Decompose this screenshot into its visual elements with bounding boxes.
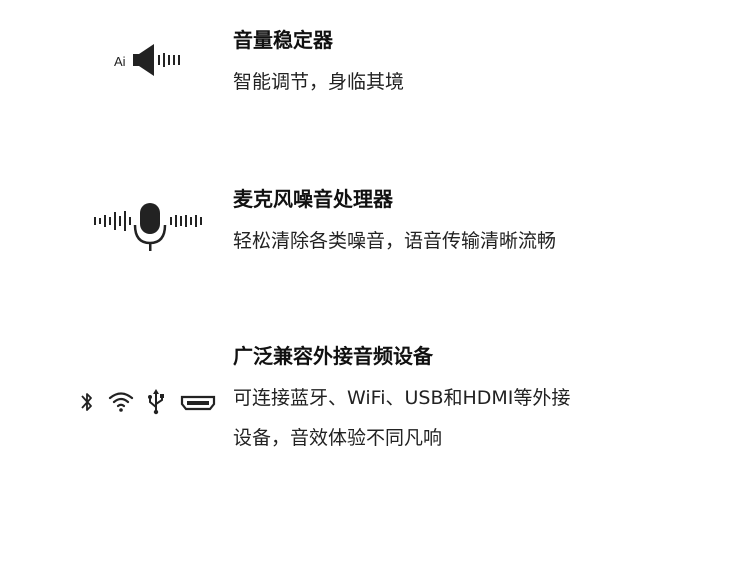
usb-icon [148, 389, 164, 415]
feature-desc-line: 可连接蓝牙、WiFi、USB和HDMI等外接 [233, 387, 571, 409]
feature-text: 麦克风噪音处理器 轻松清除各类噪音，语音传输清晰流畅 [233, 185, 556, 261]
feature-desc-line: 智能调节，身临其境 [233, 71, 405, 93]
feature-title: 麦克风噪音处理器 [233, 187, 393, 211]
speaker-volume-icon: Ai [112, 42, 187, 78]
feature-text: 广泛兼容外接音频设备 可连接蓝牙、WiFi、USB和HDMI等外接 设备，音效体… [233, 342, 570, 458]
microphone-waveform-icon [92, 203, 208, 253]
feature-volume-stabilizer: Ai 音量稳定器 智能调节，身临其境 [0, 26, 750, 106]
feature-desc-line: 轻松清除各类噪音，语音传输清晰流畅 [233, 230, 557, 252]
feature-desc-line: 设备，音效体验不同凡响 [233, 427, 443, 449]
wifi-icon [108, 392, 134, 412]
connectivity-icons [78, 388, 218, 418]
bluetooth-icon [81, 393, 92, 411]
feature-title: 音量稳定器 [233, 28, 333, 52]
feature-device-compatibility: 广泛兼容外接音频设备 可连接蓝牙、WiFi、USB和HDMI等外接 设备，音效体… [0, 342, 750, 462]
ai-badge: Ai [114, 54, 126, 69]
feature-title: 广泛兼容外接音频设备 [233, 344, 433, 368]
hdmi-icon [180, 395, 216, 411]
feature-text: 音量稳定器 智能调节，身临其境 [233, 26, 404, 102]
feature-mic-noise-processor: 麦克风噪音处理器 轻松清除各类噪音，语音传输清晰流畅 [0, 185, 750, 265]
